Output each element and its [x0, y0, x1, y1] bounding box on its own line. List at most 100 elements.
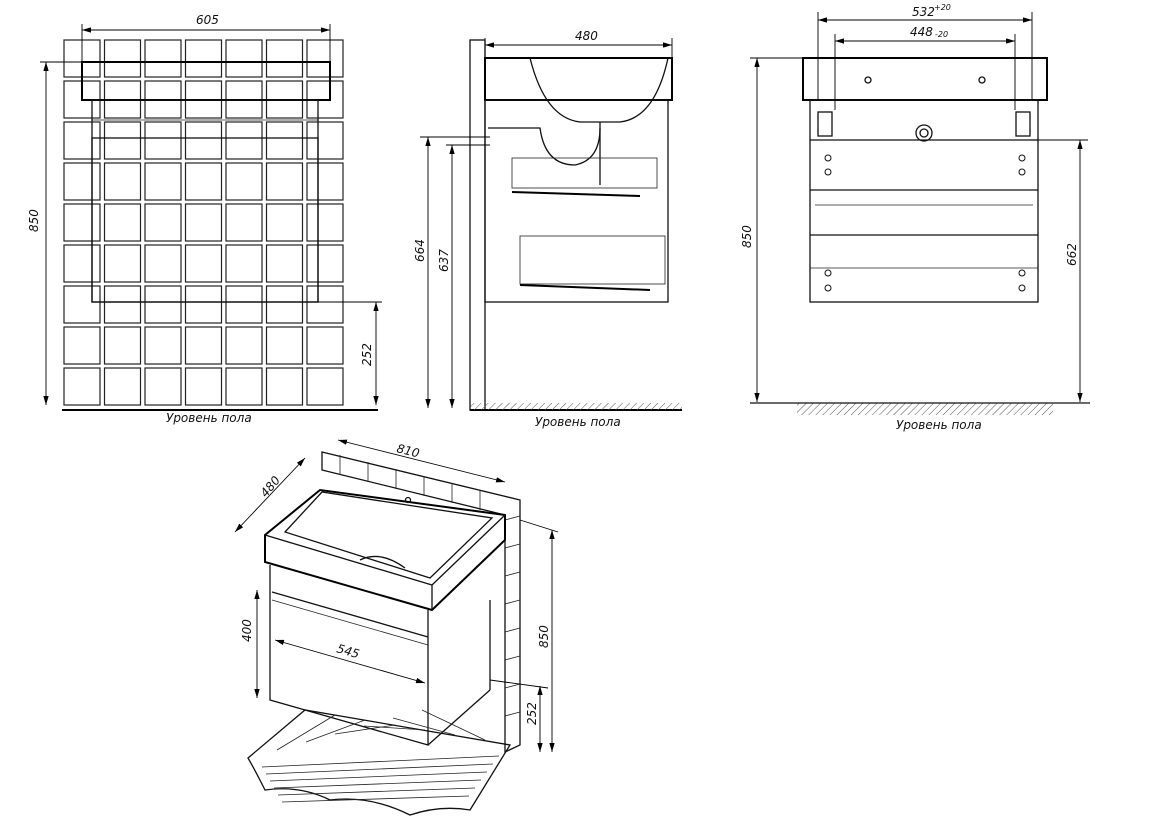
wall-tile [225, 367, 263, 406]
wall-tiles [63, 39, 344, 406]
tile-joint [504, 571, 521, 577]
wall-tile [103, 39, 142, 78]
wall-tile [306, 244, 344, 283]
mount-hole [824, 284, 832, 292]
drawer-front [91, 137, 319, 303]
wall-tile [63, 285, 101, 324]
mount-hole [824, 269, 832, 277]
dim-height: 850 [740, 225, 754, 248]
wall-tile [184, 367, 223, 406]
wall-tile [144, 326, 182, 365]
cabinet-iso [269, 565, 429, 746]
wall-tile [63, 203, 101, 242]
dim-outer-width: 532 [912, 5, 935, 19]
tile-joint [504, 599, 521, 605]
wall-tile [265, 326, 304, 365]
floor-label: Уровень пола [896, 418, 982, 432]
wall-tile [103, 367, 142, 406]
mount-hole [824, 154, 832, 162]
dim-plinth: 252 [360, 343, 374, 366]
countertop-side [484, 57, 673, 101]
wall-tile [306, 285, 344, 324]
tile-joint [504, 543, 521, 549]
wall-tile [265, 367, 304, 406]
dim-mount-height: 662 [1065, 243, 1079, 266]
wall-tile [184, 39, 223, 78]
wall-tile [184, 162, 223, 201]
floor-joint [269, 771, 488, 782]
wall-tile [184, 244, 223, 283]
siphon [488, 127, 601, 166]
wall-tile [225, 326, 263, 365]
wall-tile [63, 121, 101, 160]
cabinet-back [809, 99, 1039, 303]
wall-tile [103, 203, 142, 242]
floor-iso [247, 709, 512, 816]
wall-tile [265, 162, 304, 201]
wall-tile [63, 367, 101, 406]
dim-depth: 480 [575, 29, 598, 43]
dim-drawer-width: 545 [335, 641, 361, 661]
dim-depth: 480 [258, 473, 284, 500]
tile-joint [504, 515, 521, 521]
wall-tile [184, 285, 223, 324]
wall-tile [306, 203, 344, 242]
wall-tile [103, 244, 142, 283]
floor-joint [261, 755, 500, 768]
wall-tile [225, 203, 263, 242]
wall-tile [63, 244, 101, 283]
wall-tile [306, 326, 344, 365]
wall-tile [225, 162, 263, 201]
tile-joint [504, 655, 521, 661]
wall-tile [265, 203, 304, 242]
countertop-back [802, 57, 1048, 101]
floor-joint [277, 787, 476, 796]
wall-tile [144, 162, 182, 201]
mount-hole [1018, 269, 1026, 277]
wall-tile [306, 162, 344, 201]
wall-tile [265, 285, 304, 324]
iso-view: 480 810 400 545 850 252 [234, 439, 559, 816]
mount-hole [824, 168, 832, 176]
wall-tile [103, 326, 142, 365]
floor-joint [421, 709, 486, 741]
wall-tile [103, 285, 142, 324]
floor-hatch [797, 403, 1053, 415]
wall-tile [144, 244, 182, 283]
wall-tile [103, 121, 142, 160]
wall-tile [184, 326, 223, 365]
floor-label: Уровень пола [535, 415, 621, 429]
floor-joint [265, 763, 494, 775]
floor-joint [276, 714, 336, 751]
tile-joint [504, 627, 521, 633]
dim-plinth: 252 [525, 702, 539, 725]
floor-joint [305, 719, 366, 743]
wall-tile [63, 162, 101, 201]
wall [469, 39, 486, 411]
basin-profile [529, 57, 669, 123]
floor-joint [334, 724, 396, 735]
wall-tile [306, 121, 344, 160]
wall-tile [144, 367, 182, 406]
wall-tile [184, 121, 223, 160]
dim-height-inner: 637 [437, 249, 451, 272]
dim-height: 850 [27, 209, 41, 232]
dim-height-outer: 664 [413, 239, 427, 262]
dim-drawer-height: 400 [240, 619, 254, 642]
countertop-iso [264, 488, 506, 612]
wall-tile [144, 121, 182, 160]
cabinet-side [484, 99, 669, 303]
mount-hole [1018, 284, 1026, 292]
wall-tile [306, 367, 344, 406]
dim-width: 810 [395, 441, 421, 460]
wall-tile [63, 326, 101, 365]
floor-joint [392, 717, 456, 736]
mount-hole [1018, 168, 1026, 176]
wall-tile [144, 203, 182, 242]
mount-hole [1018, 154, 1026, 162]
wall-tile [225, 285, 263, 324]
wall-tile [225, 121, 263, 160]
dim-inner-tol: -20 [935, 30, 948, 39]
wall-tile [225, 244, 263, 283]
